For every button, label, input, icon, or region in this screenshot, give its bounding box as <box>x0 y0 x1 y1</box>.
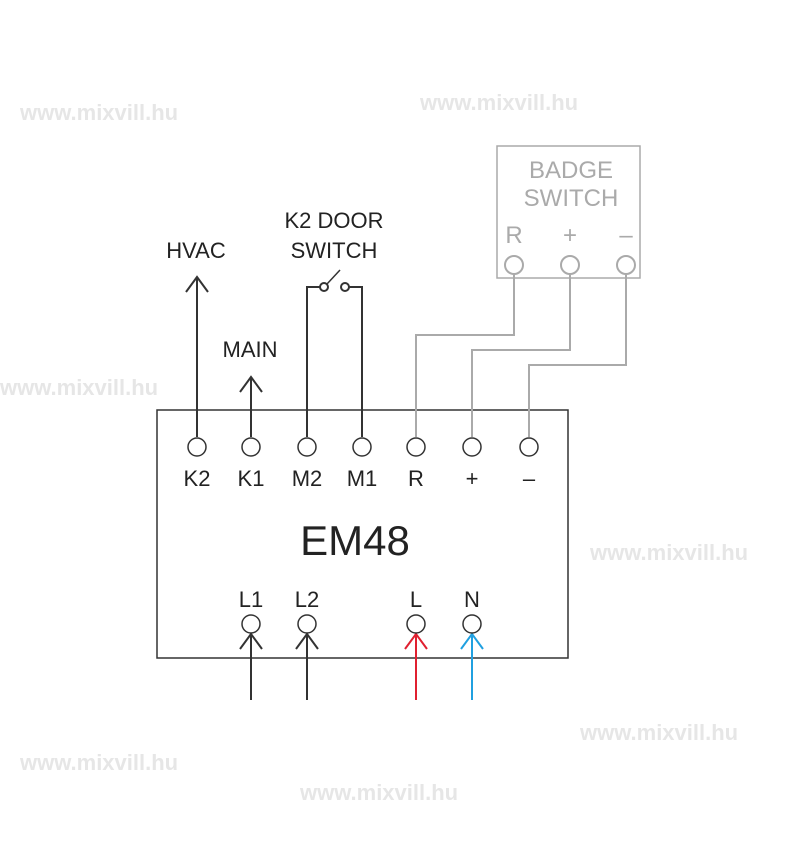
svg-text:L2: L2 <box>295 587 319 612</box>
svg-text:L: L <box>410 587 422 612</box>
live-wire-arrow <box>404 632 428 700</box>
svg-text:R: R <box>408 466 424 491</box>
svg-text:K2 DOOR: K2 DOOR <box>284 208 383 233</box>
svg-text:R: R <box>505 222 522 249</box>
svg-text:www.mixvill.hu: www.mixvill.hu <box>0 375 158 400</box>
labels: K2 K1 M2 M1 R + – EM48 L1 L2 L N HVAC MA… <box>166 157 633 612</box>
main-label: MAIN <box>223 337 278 362</box>
svg-text:K1: K1 <box>238 466 265 491</box>
svg-text:+: + <box>466 466 479 491</box>
door-switch-wire-m2 <box>306 286 320 437</box>
door-switch-wire-m1 <box>349 286 363 437</box>
svg-text:+: + <box>563 222 577 249</box>
neutral-wire-arrow <box>460 632 484 700</box>
svg-text:–: – <box>523 466 536 491</box>
svg-text:M2: M2 <box>292 466 323 491</box>
svg-text:K2: K2 <box>184 466 211 491</box>
terminals <box>187 437 539 634</box>
svg-text:SWITCH: SWITCH <box>291 238 378 263</box>
svg-text:www.mixvill.hu: www.mixvill.hu <box>299 780 458 805</box>
svg-text:www.mixvill.hu: www.mixvill.hu <box>419 90 578 115</box>
svg-text:M1: M1 <box>347 466 378 491</box>
badge-switch <box>415 145 641 437</box>
svg-text:www.mixvill.hu: www.mixvill.hu <box>579 720 738 745</box>
hvac-label: HVAC <box>166 238 226 263</box>
svg-text:BADGE: BADGE <box>529 157 613 184</box>
device-label: EM48 <box>300 517 410 564</box>
svg-text:www.mixvill.hu: www.mixvill.hu <box>589 540 748 565</box>
svg-text:www.mixvill.hu: www.mixvill.hu <box>19 100 178 125</box>
svg-text:SWITCH: SWITCH <box>524 185 619 212</box>
svg-text:L1: L1 <box>239 587 263 612</box>
svg-text:N: N <box>464 587 480 612</box>
svg-text:www.mixvill.hu: www.mixvill.hu <box>19 750 178 775</box>
svg-text:–: – <box>619 222 633 249</box>
watermarks: www.mixvill.hu www.mixvill.hu www.mixvil… <box>0 90 748 805</box>
